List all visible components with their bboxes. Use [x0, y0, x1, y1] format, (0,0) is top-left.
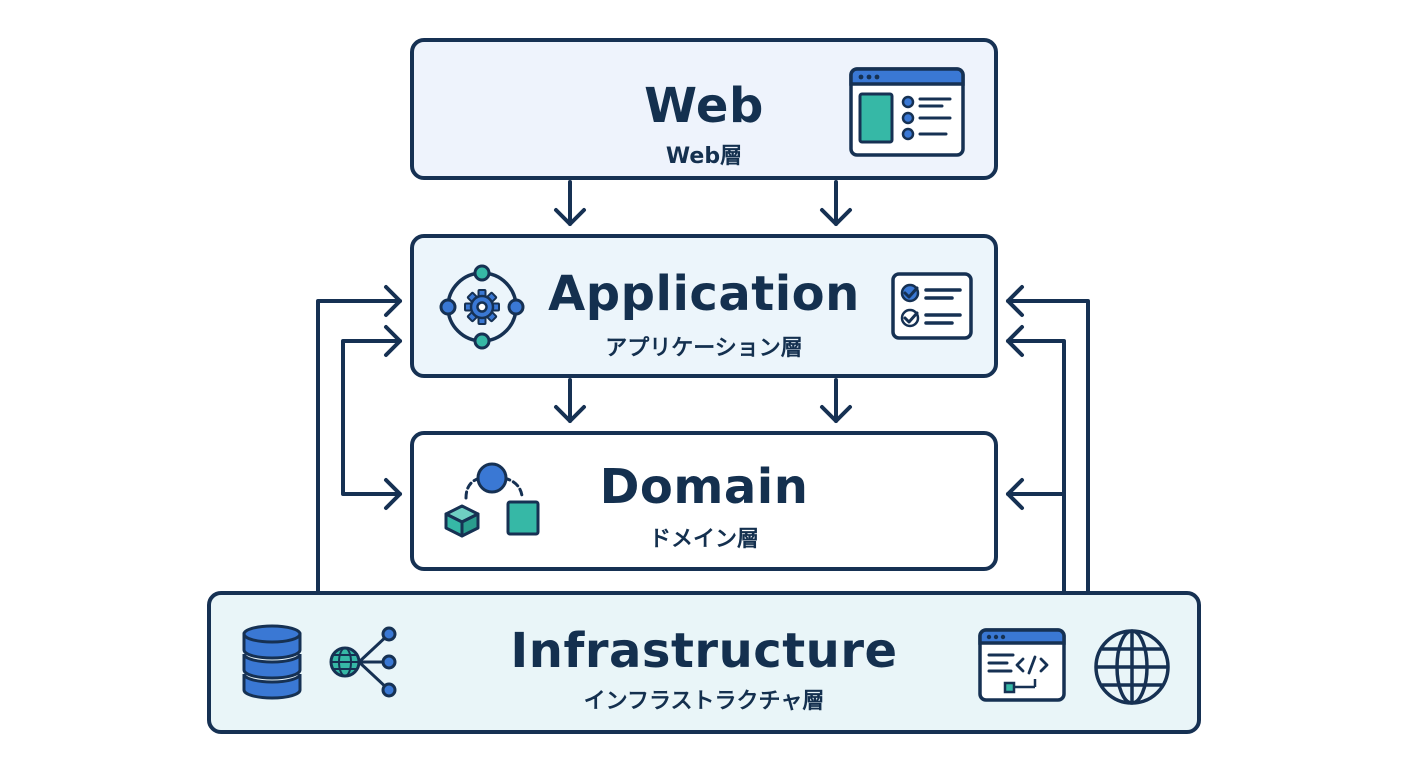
- checklist-icon: [890, 271, 974, 341]
- gear-orbit-icon: [438, 263, 526, 351]
- network-icon: [327, 622, 403, 704]
- arrow-application-domain-left: [341, 325, 402, 510]
- arrow-application-to-domain-left: [554, 378, 586, 423]
- arrow-infrastructure-to-domain: [1006, 478, 1066, 510]
- arrow-web-to-application-right: [820, 180, 852, 226]
- arrow-infrastructure-to-application-left: [316, 285, 402, 593]
- arrow-application-to-domain-right: [820, 378, 852, 423]
- infrastructure-layer-title: Infrastructure: [510, 623, 898, 679]
- globe-icon: [1090, 625, 1174, 709]
- application-layer: Application アプリケーション層: [410, 234, 998, 378]
- database-icon: [240, 622, 304, 702]
- web-layer-title: Web: [644, 78, 764, 134]
- domain-layer-title: Domain: [599, 459, 809, 515]
- arrow-infrastructure-to-application-right-inner: [1006, 325, 1066, 593]
- domain-model-icon: [440, 460, 544, 544]
- application-layer-title: Application: [548, 266, 860, 322]
- web-layer-subtitle: Web層: [665, 144, 743, 169]
- arrow-infrastructure-to-application-right: [1006, 285, 1090, 593]
- code-window-icon: [977, 627, 1067, 703]
- arrow-web-to-application-left: [554, 180, 586, 226]
- browser-window-icon: [848, 66, 966, 158]
- domain-layer-subtitle: ドメイン層: [648, 527, 759, 552]
- application-layer-subtitle: アプリケーション層: [605, 336, 803, 361]
- domain-layer: Domain ドメイン層: [410, 431, 998, 571]
- infrastructure-layer: Infrastructure インフラストラクチャ層: [207, 591, 1201, 734]
- infrastructure-layer-subtitle: インフラストラクチャ層: [583, 689, 825, 714]
- web-layer: Web Web層: [410, 38, 998, 180]
